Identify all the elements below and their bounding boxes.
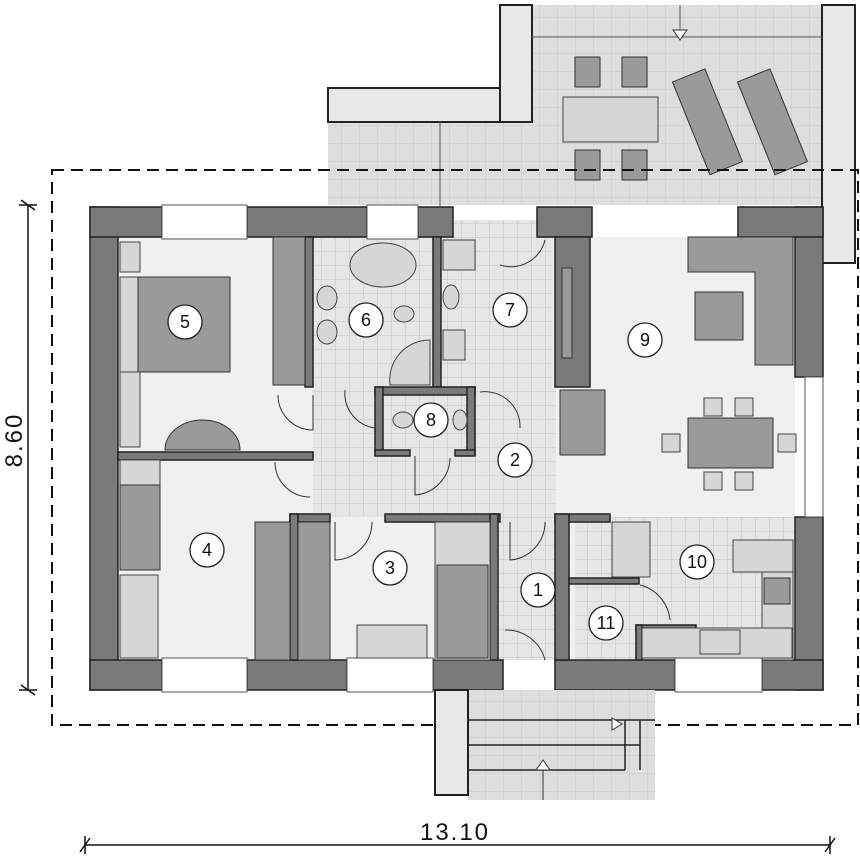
room-label-11: 11 xyxy=(588,605,624,641)
chair xyxy=(703,471,723,491)
room-number: 11 xyxy=(597,613,616,633)
room-label-1: 1 xyxy=(520,572,556,608)
sun-lounger xyxy=(671,68,744,176)
room-number: 2 xyxy=(510,450,520,470)
corner-sofa xyxy=(687,236,794,366)
toilet xyxy=(393,305,415,323)
corner-shower xyxy=(389,339,431,386)
room-number: 4 xyxy=(202,540,212,560)
bed-cover xyxy=(119,484,161,571)
room-label-8: 8 xyxy=(413,402,449,438)
stove xyxy=(763,577,791,605)
fireplace xyxy=(559,389,606,456)
room-number: 9 xyxy=(640,330,650,350)
sink xyxy=(452,409,468,431)
coffee-table xyxy=(694,291,744,341)
chair xyxy=(621,149,648,181)
room-label-7: 7 xyxy=(492,292,528,328)
sink xyxy=(316,285,338,311)
bed-cover xyxy=(436,564,489,659)
sink xyxy=(316,319,338,345)
chair xyxy=(621,56,648,88)
wardrobe xyxy=(297,521,331,661)
toilet xyxy=(392,411,414,429)
room-label-4: 4 xyxy=(189,532,225,568)
chair xyxy=(777,433,797,453)
dining-table xyxy=(687,417,774,469)
dimension-height: 8.60 xyxy=(1,199,37,696)
room-labels: 1 2 3 4 5 6 7 8 9 10 11 xyxy=(167,292,715,641)
room-label-6: 6 xyxy=(348,302,384,338)
desk xyxy=(164,419,241,451)
sink xyxy=(442,284,460,310)
bathtub xyxy=(349,242,417,288)
planter xyxy=(434,689,469,796)
planter xyxy=(499,4,533,123)
entrance-porch xyxy=(434,689,655,800)
tv xyxy=(561,267,573,359)
desk xyxy=(119,574,159,659)
wardrobe xyxy=(272,236,306,386)
entry-arrow-icon xyxy=(535,759,551,771)
bed-cover xyxy=(137,276,231,373)
dimension-width: 13.10 xyxy=(79,819,836,854)
furniture xyxy=(119,236,797,661)
chair xyxy=(661,433,681,453)
chair xyxy=(703,397,723,417)
terrace-table xyxy=(562,96,659,143)
kitchen-sink xyxy=(699,629,741,655)
boiler xyxy=(442,329,466,361)
wardrobe xyxy=(254,521,291,661)
room-number: 6 xyxy=(361,310,371,330)
kitchen-counter xyxy=(732,539,794,573)
entry-arrow-icon xyxy=(611,717,623,731)
room-number: 1 xyxy=(533,580,543,600)
width-label: 13.10 xyxy=(420,819,490,846)
washing-machine xyxy=(442,239,476,271)
chair xyxy=(734,471,754,491)
room-number: 7 xyxy=(505,300,515,320)
fridge xyxy=(611,521,651,578)
room-number: 3 xyxy=(385,558,395,578)
room-label-5: 5 xyxy=(167,304,203,340)
desk xyxy=(356,624,428,659)
terrace xyxy=(0,0,856,264)
planter xyxy=(821,4,856,264)
height-label: 8.60 xyxy=(1,413,28,468)
room-label-10: 10 xyxy=(679,544,715,580)
dresser xyxy=(119,371,141,448)
room-number: 10 xyxy=(687,552,707,572)
room-number: 5 xyxy=(180,312,190,332)
entry-arrow-icon xyxy=(672,29,688,41)
windows xyxy=(161,204,824,693)
nightstand xyxy=(119,241,141,273)
chair xyxy=(574,56,601,88)
room-label-9: 9 xyxy=(627,322,663,358)
doors xyxy=(274,239,671,661)
room-label-3: 3 xyxy=(372,550,408,586)
chair xyxy=(574,149,601,181)
roof-outline xyxy=(51,169,859,726)
room-number: 8 xyxy=(426,410,436,430)
room-label-2: 2 xyxy=(497,442,533,478)
chair xyxy=(734,397,754,417)
sun-lounger xyxy=(736,68,809,176)
